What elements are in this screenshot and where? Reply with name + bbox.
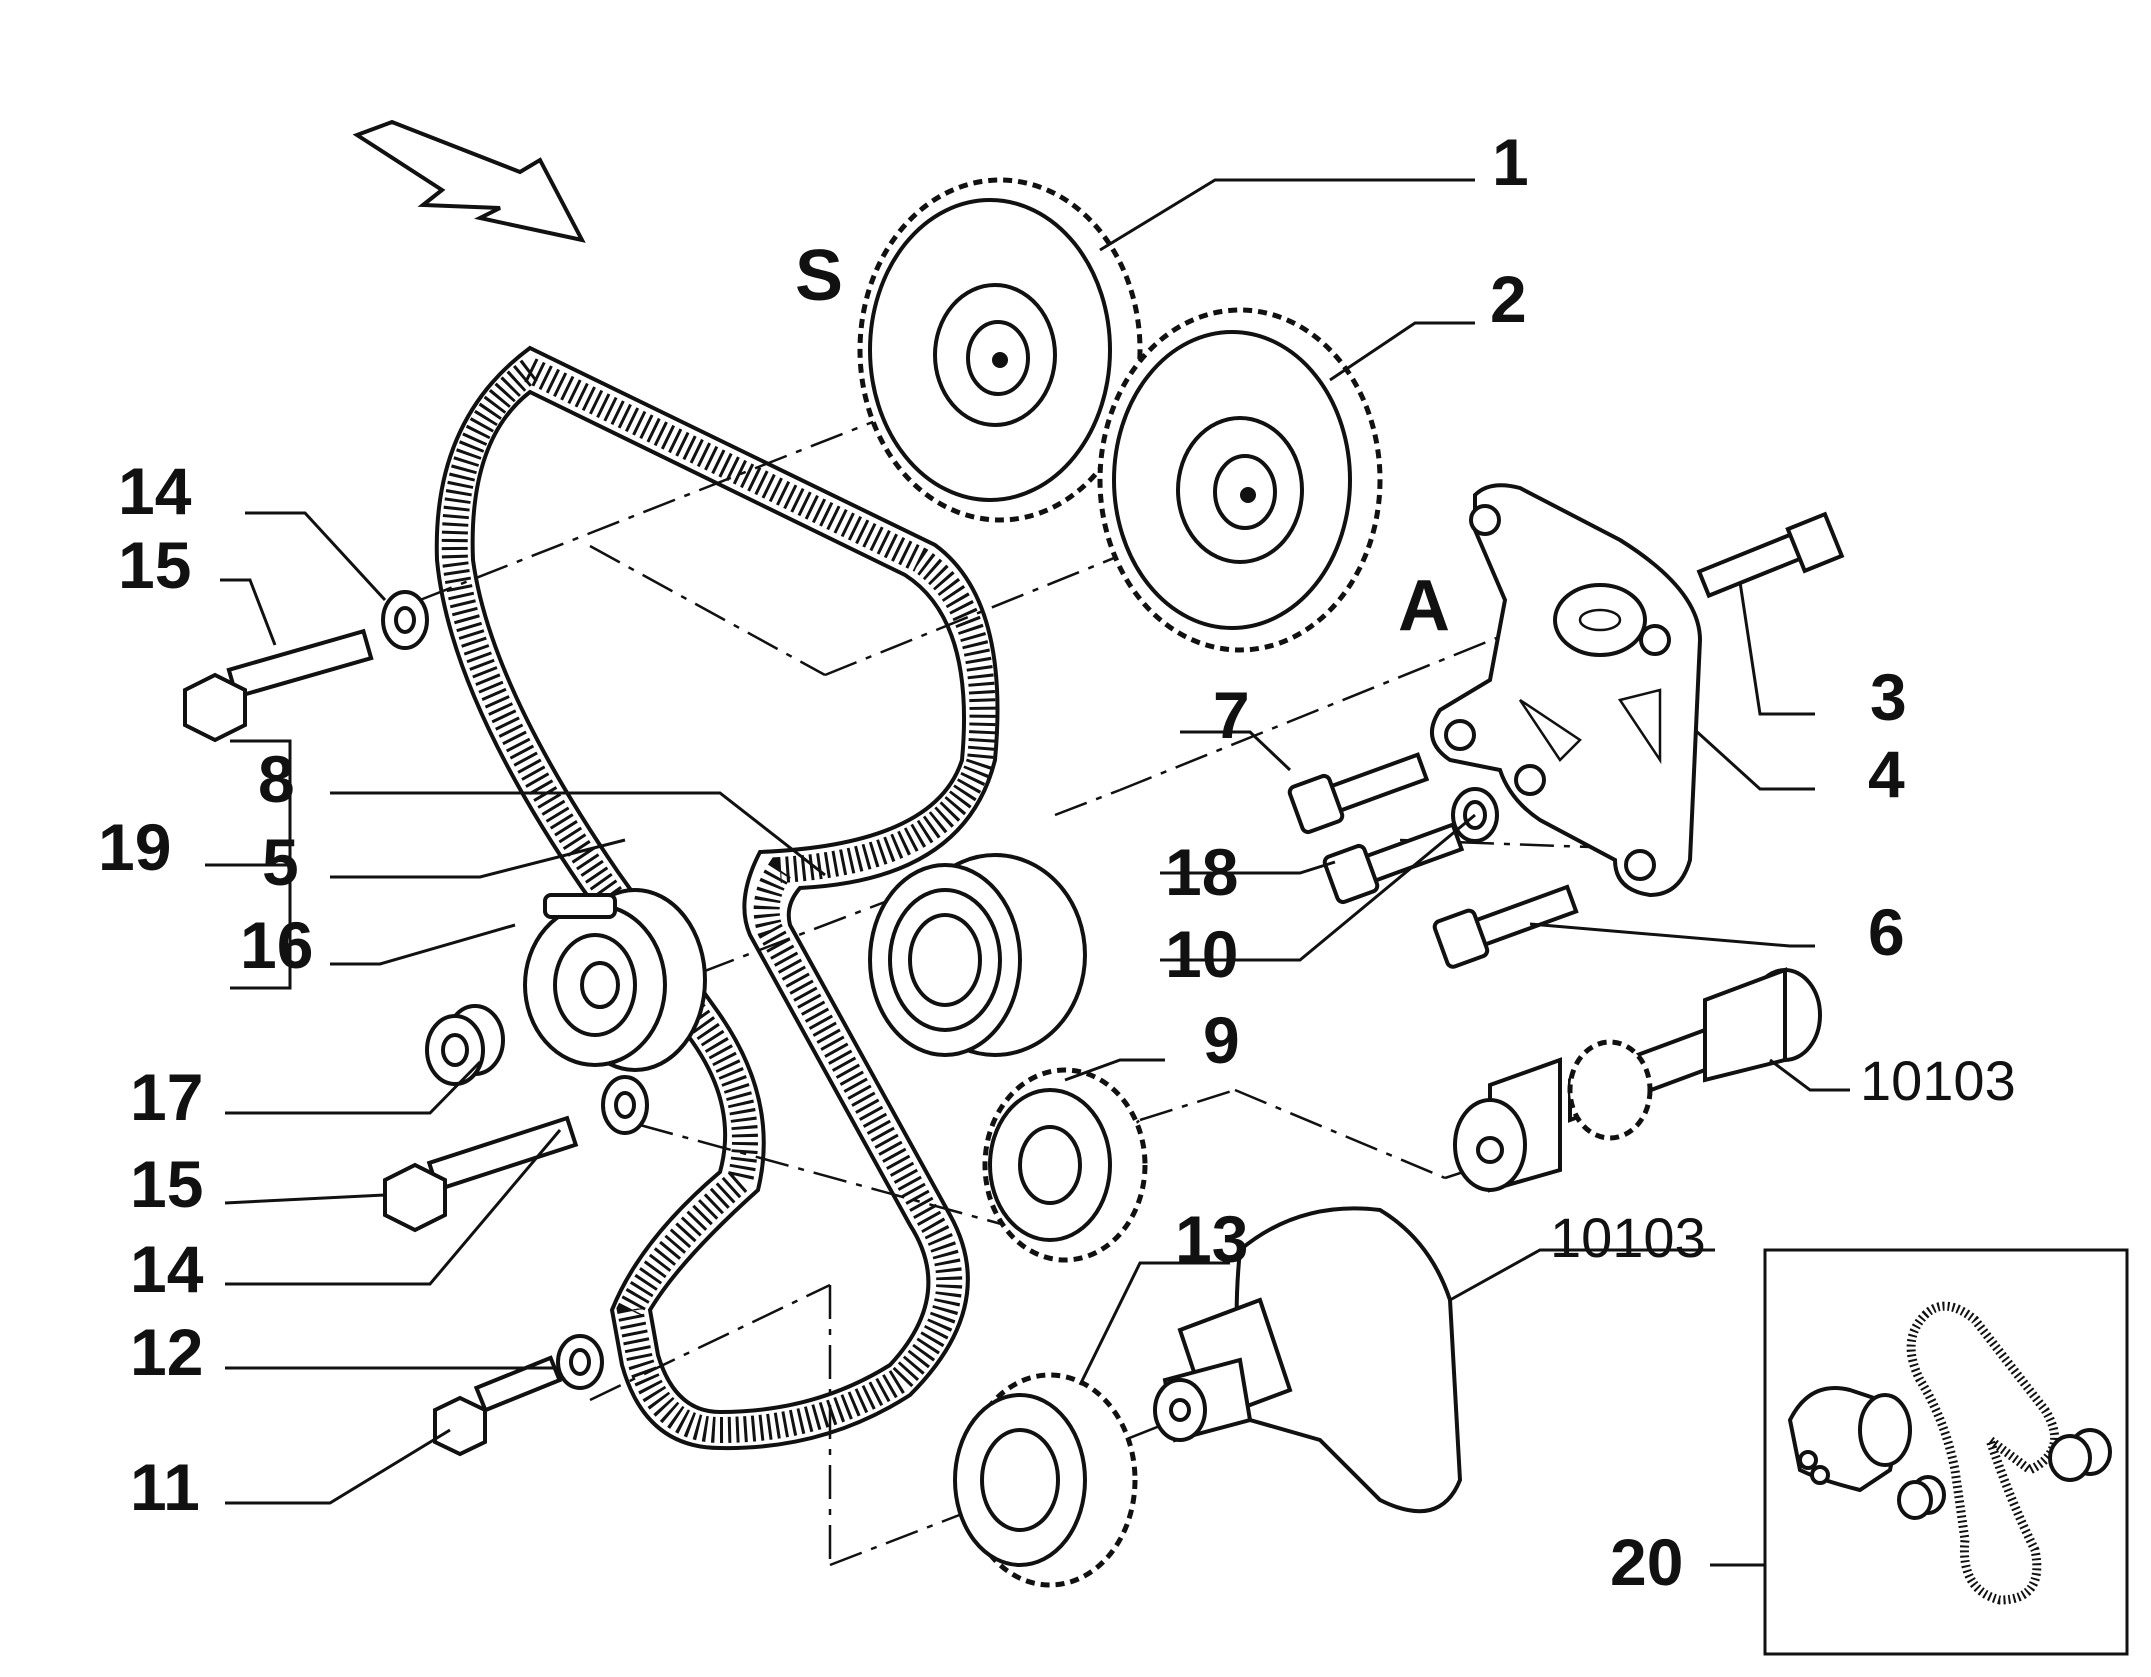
marker-intake-a: A xyxy=(1398,566,1450,646)
timing-belt xyxy=(434,345,1000,1451)
camshaft-pulley-intake xyxy=(1097,307,1383,653)
tensioner-pulley xyxy=(523,888,707,1072)
spacer-17 xyxy=(425,1004,505,1086)
bolt-6 xyxy=(1432,884,1579,969)
callout-13: 13 xyxy=(1175,1202,1248,1276)
reference-crankshaft: 10103 xyxy=(1550,1206,1706,1269)
direction-arrow-icon xyxy=(352,119,586,243)
callout-16: 16 xyxy=(240,908,313,982)
callout-6: 6 xyxy=(1868,895,1905,969)
leader-lines xyxy=(205,178,1850,1567)
callout-2: 2 xyxy=(1490,262,1527,336)
callout-12: 12 xyxy=(130,1315,203,1389)
callout-1: 1 xyxy=(1492,125,1529,199)
washer-14-lower xyxy=(601,1075,649,1135)
callout-labels: 1 2 3 4 5 6 7 8 9 10 11 12 13 14 14 15 1… xyxy=(98,125,2016,1599)
bolt-18 xyxy=(1322,822,1465,905)
callout-18: 18 xyxy=(1165,835,1238,909)
callout-14-upper: 14 xyxy=(118,454,192,528)
callout-9: 9 xyxy=(1203,1003,1240,1077)
camshaft-pulley-exhaust xyxy=(857,177,1143,523)
callout-19: 19 xyxy=(98,810,171,884)
crankshaft xyxy=(1153,1206,1463,1514)
idler-pulley xyxy=(868,853,1087,1057)
callout-8: 8 xyxy=(258,742,295,816)
bolt-7 xyxy=(1287,752,1430,835)
callout-10: 10 xyxy=(1165,917,1238,991)
water-pump-pulley xyxy=(982,1067,1148,1263)
washer-12 xyxy=(556,1334,604,1390)
callout-4: 4 xyxy=(1868,737,1905,811)
callout-3: 3 xyxy=(1870,660,1907,734)
bolt-11 xyxy=(433,1355,563,1457)
bolt-15-upper xyxy=(183,628,374,743)
callout-7: 7 xyxy=(1213,678,1250,752)
callout-20: 20 xyxy=(1610,1525,1683,1599)
reference-camshaft: 10103 xyxy=(1860,1049,2016,1112)
callout-11: 11 xyxy=(130,1450,200,1524)
stud-bolt xyxy=(1696,511,1845,599)
callout-5: 5 xyxy=(262,825,299,899)
bolt-15-lower xyxy=(383,1115,579,1233)
marker-exhaust-s: S xyxy=(795,236,843,316)
callout-14-lower: 14 xyxy=(130,1232,204,1306)
crankshaft-pulley xyxy=(953,1372,1138,1588)
callout-15-upper: 15 xyxy=(118,528,191,602)
camshaft xyxy=(1453,967,1822,1193)
washer-14-upper xyxy=(381,590,429,650)
tensioner-bracket xyxy=(1430,483,1703,898)
callout-17: 17 xyxy=(130,1060,203,1134)
inset-water-pump-kit xyxy=(1763,1248,2129,1656)
callout-15-lower: 15 xyxy=(130,1147,203,1221)
